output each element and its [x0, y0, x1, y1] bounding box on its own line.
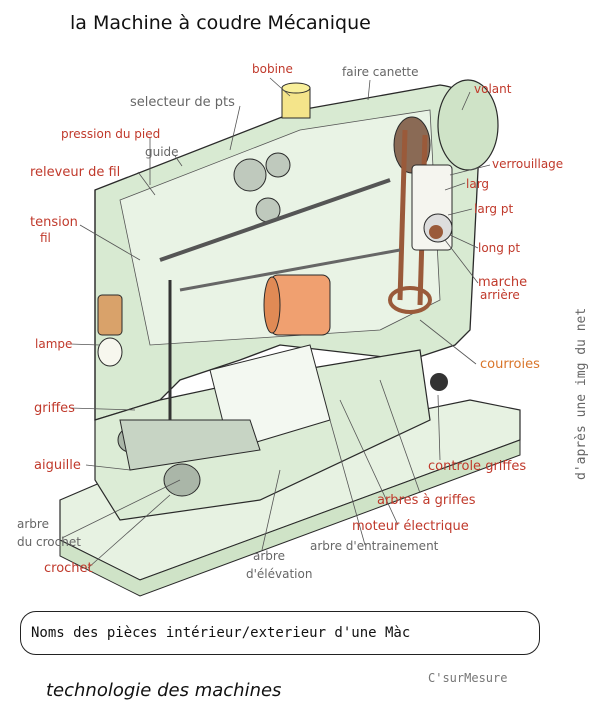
- label-selecteur-de-pts: selecteur de pts: [130, 95, 235, 110]
- caption-box: Noms des pièces intérieur/exterieur d'un…: [20, 611, 540, 655]
- footer-text: technologie des machines: [46, 680, 282, 701]
- label-d-elevation: d'élévation: [246, 567, 312, 581]
- source-note: d'après une img du net: [574, 307, 589, 480]
- main-shaft: [159, 178, 391, 262]
- label-crochet: crochet: [44, 561, 93, 576]
- feed-control-knob: [430, 373, 448, 391]
- label-releveur-de-fil: releveur de fil: [30, 165, 120, 180]
- label-griffes: griffes: [34, 401, 75, 416]
- label-controle-griffes: controle griffes: [428, 459, 526, 474]
- label-arbre-d-elevation: arbre: [253, 549, 285, 563]
- label-moteur-electrique: moteur électrique: [352, 519, 469, 534]
- label-volant: volant: [474, 82, 512, 96]
- diagram-title: la Machine à coudre Mécanique: [70, 12, 371, 34]
- label-fil: fil: [40, 231, 51, 245]
- leader-lines: [61, 77, 491, 569]
- label-arbre-du-crochet: arbre: [17, 517, 49, 531]
- label-bobine: bobine: [252, 62, 293, 76]
- credit-text: C'surMesure: [428, 671, 508, 685]
- hook-assembly: [117, 419, 261, 497]
- label-long-pt: long pt: [478, 241, 520, 255]
- label-pression-du-pied: pression du pied: [61, 127, 160, 141]
- label-tension: tension: [30, 215, 78, 230]
- label-courroies: courroies: [480, 357, 540, 372]
- label-arriere: arrière: [480, 288, 520, 302]
- label-aiguille: aiguille: [34, 458, 81, 473]
- sewing-machine-diagram: bobine faire canette volant selecteur de…: [17, 62, 563, 597]
- label-faire-canette: faire canette: [342, 65, 419, 79]
- label-du-crochet: du crochet: [17, 535, 81, 549]
- label-larg-pt: larg pt: [474, 202, 513, 216]
- label-marche: marche: [478, 275, 527, 290]
- label-larg: larg: [466, 177, 489, 191]
- label-lampe: lampe: [35, 337, 72, 351]
- label-arbres-a-griffes: arbres à griffes: [377, 493, 476, 508]
- gears: [233, 152, 291, 223]
- label-guide: guide: [145, 145, 179, 159]
- label-verrouillage: verrouillage: [492, 157, 563, 171]
- thread-spool: [281, 82, 311, 119]
- stitch-dial: [411, 164, 453, 251]
- caption-text: Noms des pièces intérieur/exterieur d'un…: [31, 625, 411, 641]
- label-arbre-d-entrainement: arbre d'entrainement: [310, 539, 439, 553]
- lower-shaft: [179, 248, 401, 292]
- motor: [263, 274, 331, 336]
- lamp: [97, 294, 123, 367]
